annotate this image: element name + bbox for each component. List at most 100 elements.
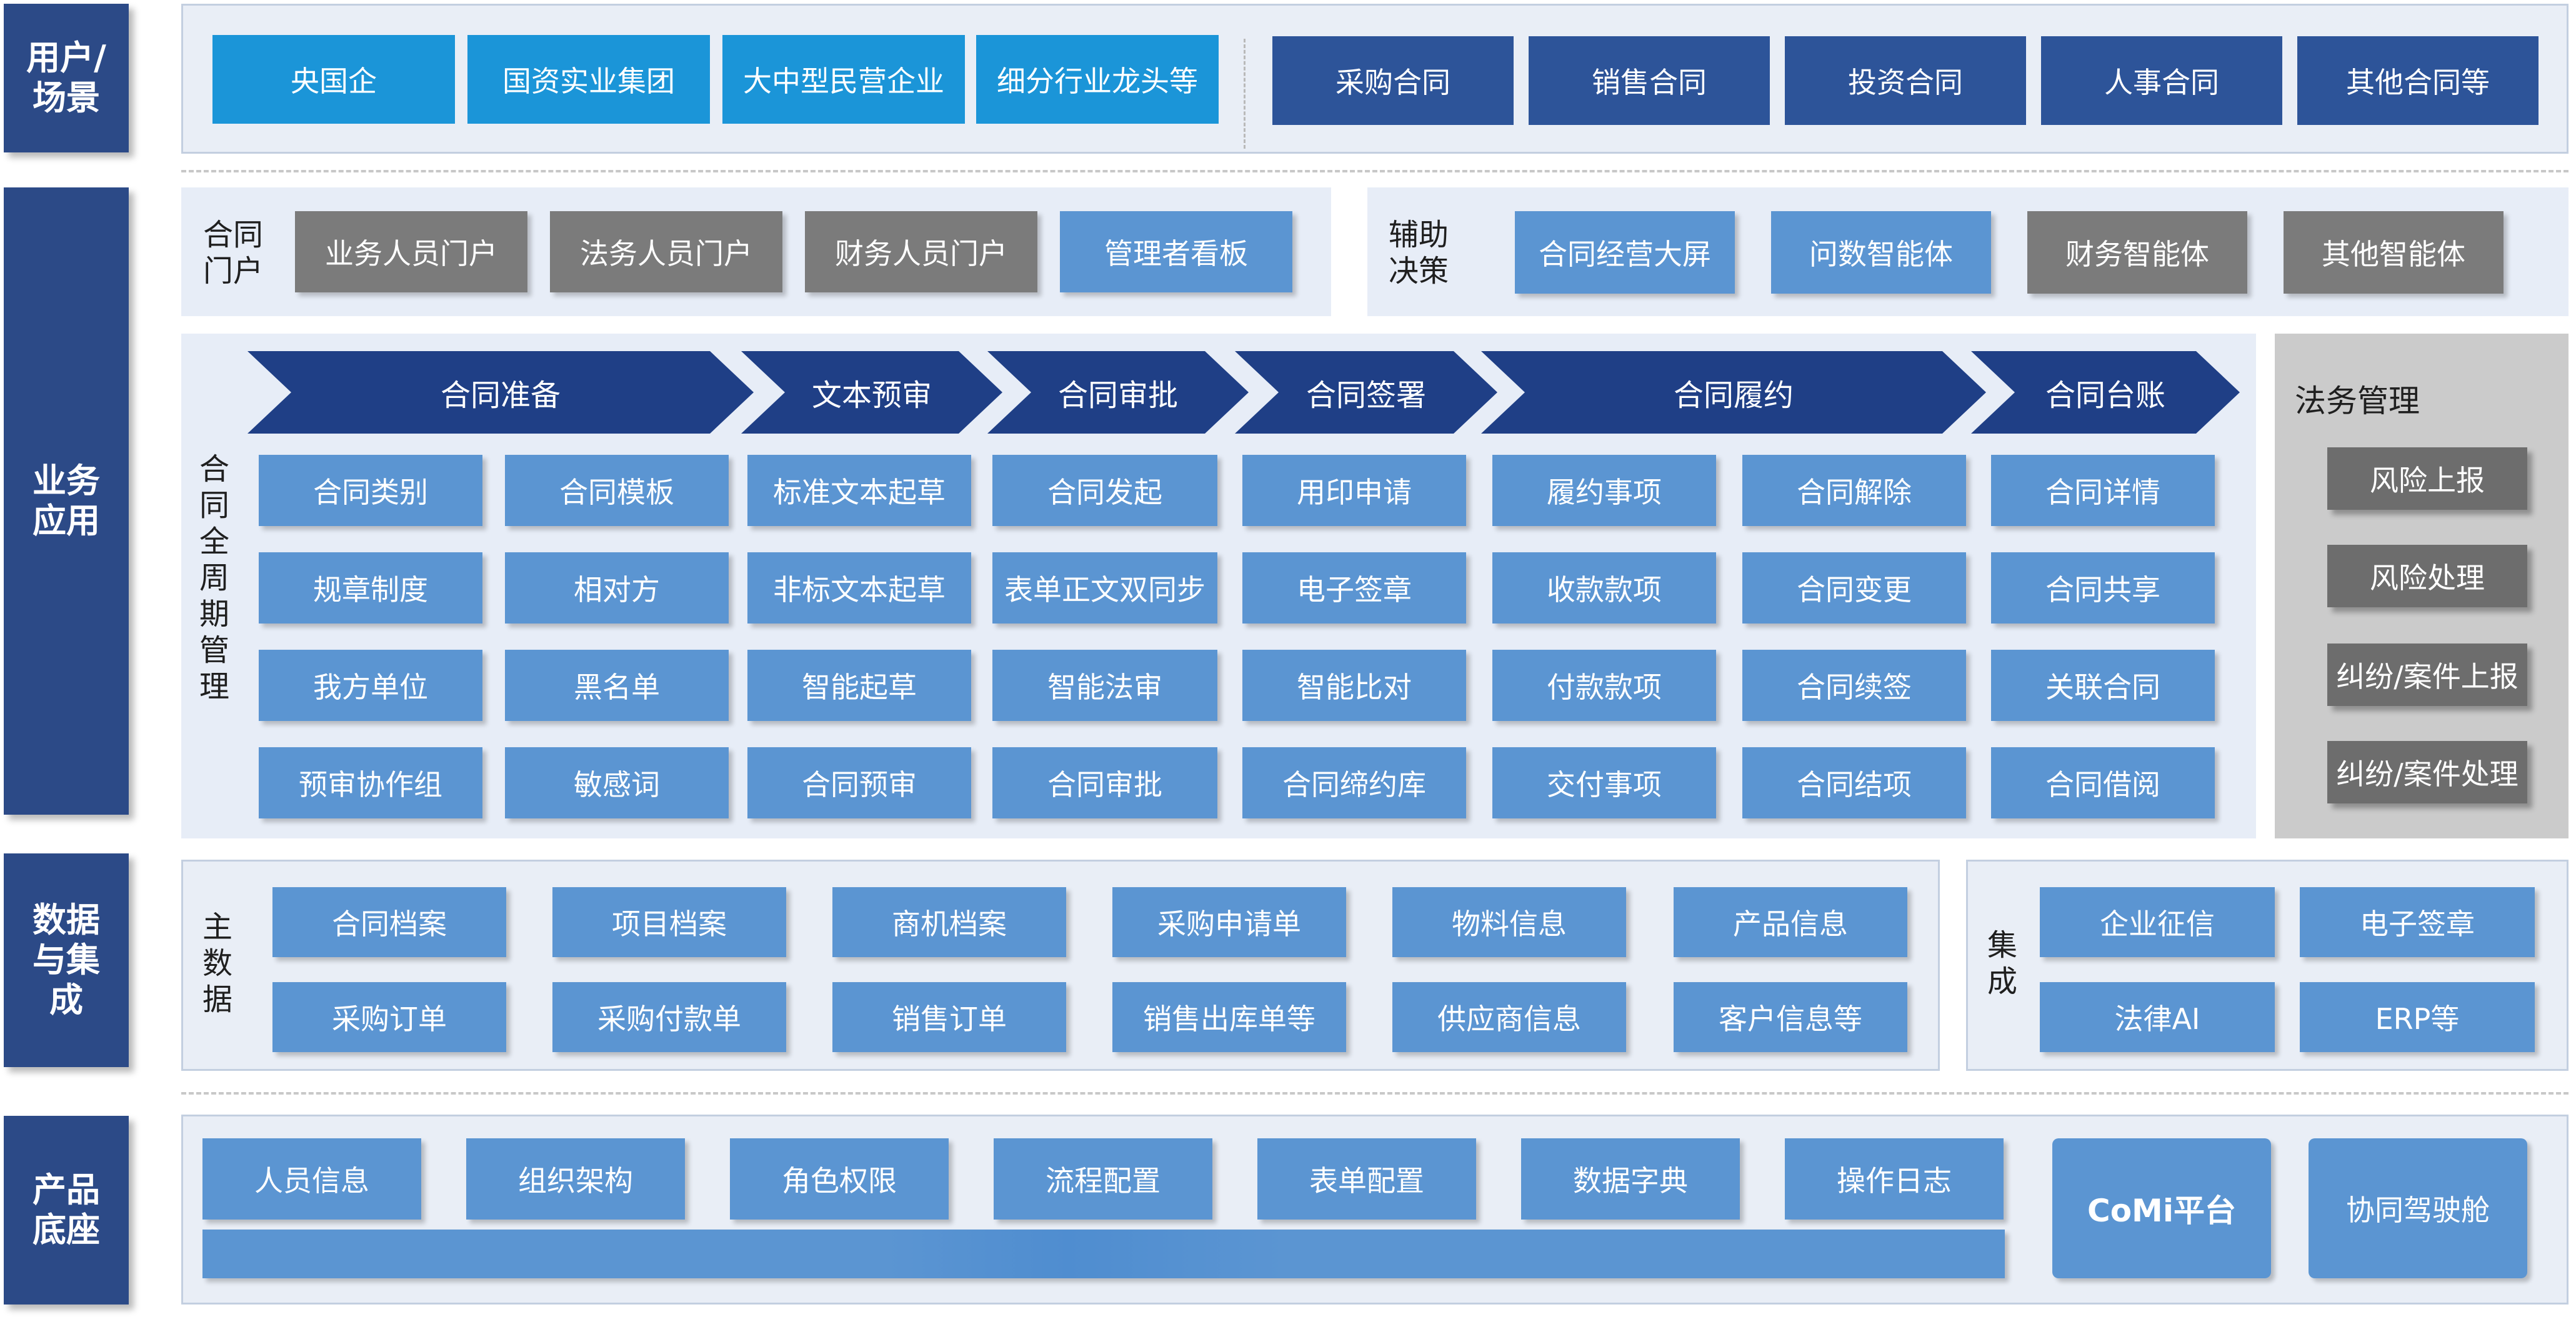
org-box: 细分行业龙头等: [976, 35, 1219, 124]
master-data-item: 合同档案: [272, 887, 506, 957]
portal-item: 管理者看板: [1060, 211, 1292, 292]
stage-label: 文本预审: [811, 378, 932, 413]
lifecycle-item: 黑名单: [505, 650, 729, 721]
portal-label-text: 合同门户: [203, 217, 264, 289]
master-data-item: 采购付款单: [552, 982, 786, 1052]
integration-item: 法律AI: [2040, 982, 2275, 1052]
stage-label: 合同台账: [2045, 378, 2165, 413]
cockpit-box: 协同驾驶舱: [2309, 1138, 2527, 1278]
lifecycle-item: 合同缔约库: [1242, 747, 1466, 818]
lifecycle-item: 标准文本起草: [747, 455, 971, 526]
contract-type-box: 投资合同: [1785, 36, 2026, 125]
decision-item: 问数智能体: [1771, 211, 1991, 294]
master-data-item: 物料信息: [1392, 887, 1626, 957]
portal-item: 财务人员门户: [805, 211, 1037, 292]
decision-item: 合同经营大屏: [1515, 211, 1735, 294]
lifecycle-item: 合同模板: [505, 455, 729, 526]
contract-type-box: 人事合同: [2041, 36, 2282, 125]
master-data-item: 商机档案: [832, 887, 1066, 957]
lifecycle-item: 合同变更: [1742, 552, 1966, 624]
lifecycle-label-text: 合同全周期管理: [199, 452, 229, 704]
stage-arrow: [741, 351, 1002, 434]
legal-item: 纠纷/案件上报: [2327, 644, 2527, 706]
lifecycle-item: 用印申请: [1242, 455, 1466, 526]
contract-type-box: 采购合同: [1272, 36, 1514, 125]
layer-label-data: 数据与集成: [4, 853, 129, 1067]
decision-item: 财务智能体: [2027, 211, 2247, 294]
lifecycle-item: 合同详情: [1991, 455, 2215, 526]
lifecycle-item: 付款款项: [1492, 650, 1716, 721]
decision-label: 辅助决策: [1381, 206, 1456, 300]
lifecycle-item: 合同共享: [1991, 552, 2215, 624]
layer-label-business-text: 业务应用: [32, 461, 100, 540]
lifecycle-item: 合同发起: [992, 455, 1217, 526]
legal-item: 风险上报: [2327, 447, 2527, 510]
users-divider: [1244, 39, 1246, 149]
layer-label-base-text: 产品底座: [32, 1170, 100, 1250]
separator-top: [181, 170, 2569, 172]
stage-label: 合同签署: [1305, 378, 1426, 413]
lifecycle-item: 合同解除: [1742, 455, 1966, 526]
master-data-item: 采购申请单: [1112, 887, 1346, 957]
integration-item: 企业征信: [2040, 887, 2275, 957]
master-data-item: 供应商信息: [1392, 982, 1626, 1052]
stage-arrow: [247, 351, 754, 434]
master-data-item: 采购订单: [272, 982, 506, 1052]
layer-label-users-text: 用户/场景: [26, 38, 106, 117]
master-data-label-text: 主数据: [202, 910, 232, 1017]
lifecycle-item: 规章制度: [259, 552, 482, 624]
lifecycle-item: 合同借阅: [1991, 747, 2215, 818]
base-item: 组织架构: [466, 1138, 685, 1220]
base-item: 操作日志: [1785, 1138, 2004, 1220]
decision-item: 其他智能体: [2284, 211, 2504, 294]
portal-item: 法务人员门户: [550, 211, 782, 292]
lifecycle-item: 电子签章: [1242, 552, 1466, 624]
master-data-item: 产品信息: [1674, 887, 1907, 957]
lifecycle-item: 敏感词: [505, 747, 729, 818]
stage-arrow: [1235, 351, 1497, 434]
lifecycle-item: 合同结项: [1742, 747, 1966, 818]
stage-label: 合同审批: [1057, 378, 1178, 413]
layer-label-business: 业务应用: [4, 187, 129, 815]
lifecycle-item: 交付事项: [1492, 747, 1716, 818]
portal-label: 合同门户: [199, 206, 267, 300]
legal-item: 纠纷/案件处理: [2327, 741, 2527, 803]
org-box: 大中型民营企业: [722, 35, 965, 124]
portal-item: 业务人员门户: [295, 211, 527, 292]
comi-platform-box: CoMi平台: [2052, 1138, 2271, 1278]
org-box: 央国企: [212, 35, 455, 124]
layer-label-base: 产品底座: [4, 1116, 129, 1305]
lifecycle-item: 表单正文双同步: [992, 552, 1217, 624]
lifecycle-item: 合同类别: [259, 455, 482, 526]
integration-item: ERP等: [2300, 982, 2535, 1052]
decision-label-text: 辅助决策: [1389, 217, 1449, 289]
integration-item: 电子签章: [2300, 887, 2535, 957]
lifecycle-item: 履约事项: [1492, 455, 1716, 526]
stage-arrow: [1971, 351, 2240, 434]
contract-type-box: 销售合同: [1529, 36, 1770, 125]
base-foundation-bar: [202, 1230, 2005, 1278]
stage-label: 合同准备: [440, 378, 561, 413]
master-data-item: 销售订单: [832, 982, 1066, 1052]
integration-label-text: 集成: [1987, 928, 2017, 999]
lifecycle-item: 关联合同: [1991, 650, 2215, 721]
lifecycle-item: 收款款项: [1492, 552, 1716, 624]
org-box: 国资实业集团: [467, 35, 710, 124]
stage-label: 合同履约: [1673, 378, 1794, 413]
legal-title: 法务管理: [2295, 383, 2420, 419]
layer-label-users: 用户/场景: [4, 4, 129, 152]
base-item: 数据字典: [1521, 1138, 1740, 1220]
base-item: 表单配置: [1257, 1138, 1476, 1220]
contract-type-box: 其他合同等: [2297, 36, 2539, 125]
legal-item: 风险处理: [2327, 545, 2527, 607]
master-data-item: 客户信息等: [1674, 982, 1907, 1052]
stage-arrow: [987, 351, 1249, 434]
layer-label-data-text: 数据与集成: [32, 900, 100, 1020]
lifecycle-item: 智能起草: [747, 650, 971, 721]
master-data-label: 主数据: [195, 901, 240, 1026]
master-data-item: 项目档案: [552, 887, 786, 957]
base-item: 人员信息: [202, 1138, 421, 1220]
integration-label: 集成: [1980, 920, 2025, 1007]
lifecycle-item: 预审协作组: [259, 747, 482, 818]
